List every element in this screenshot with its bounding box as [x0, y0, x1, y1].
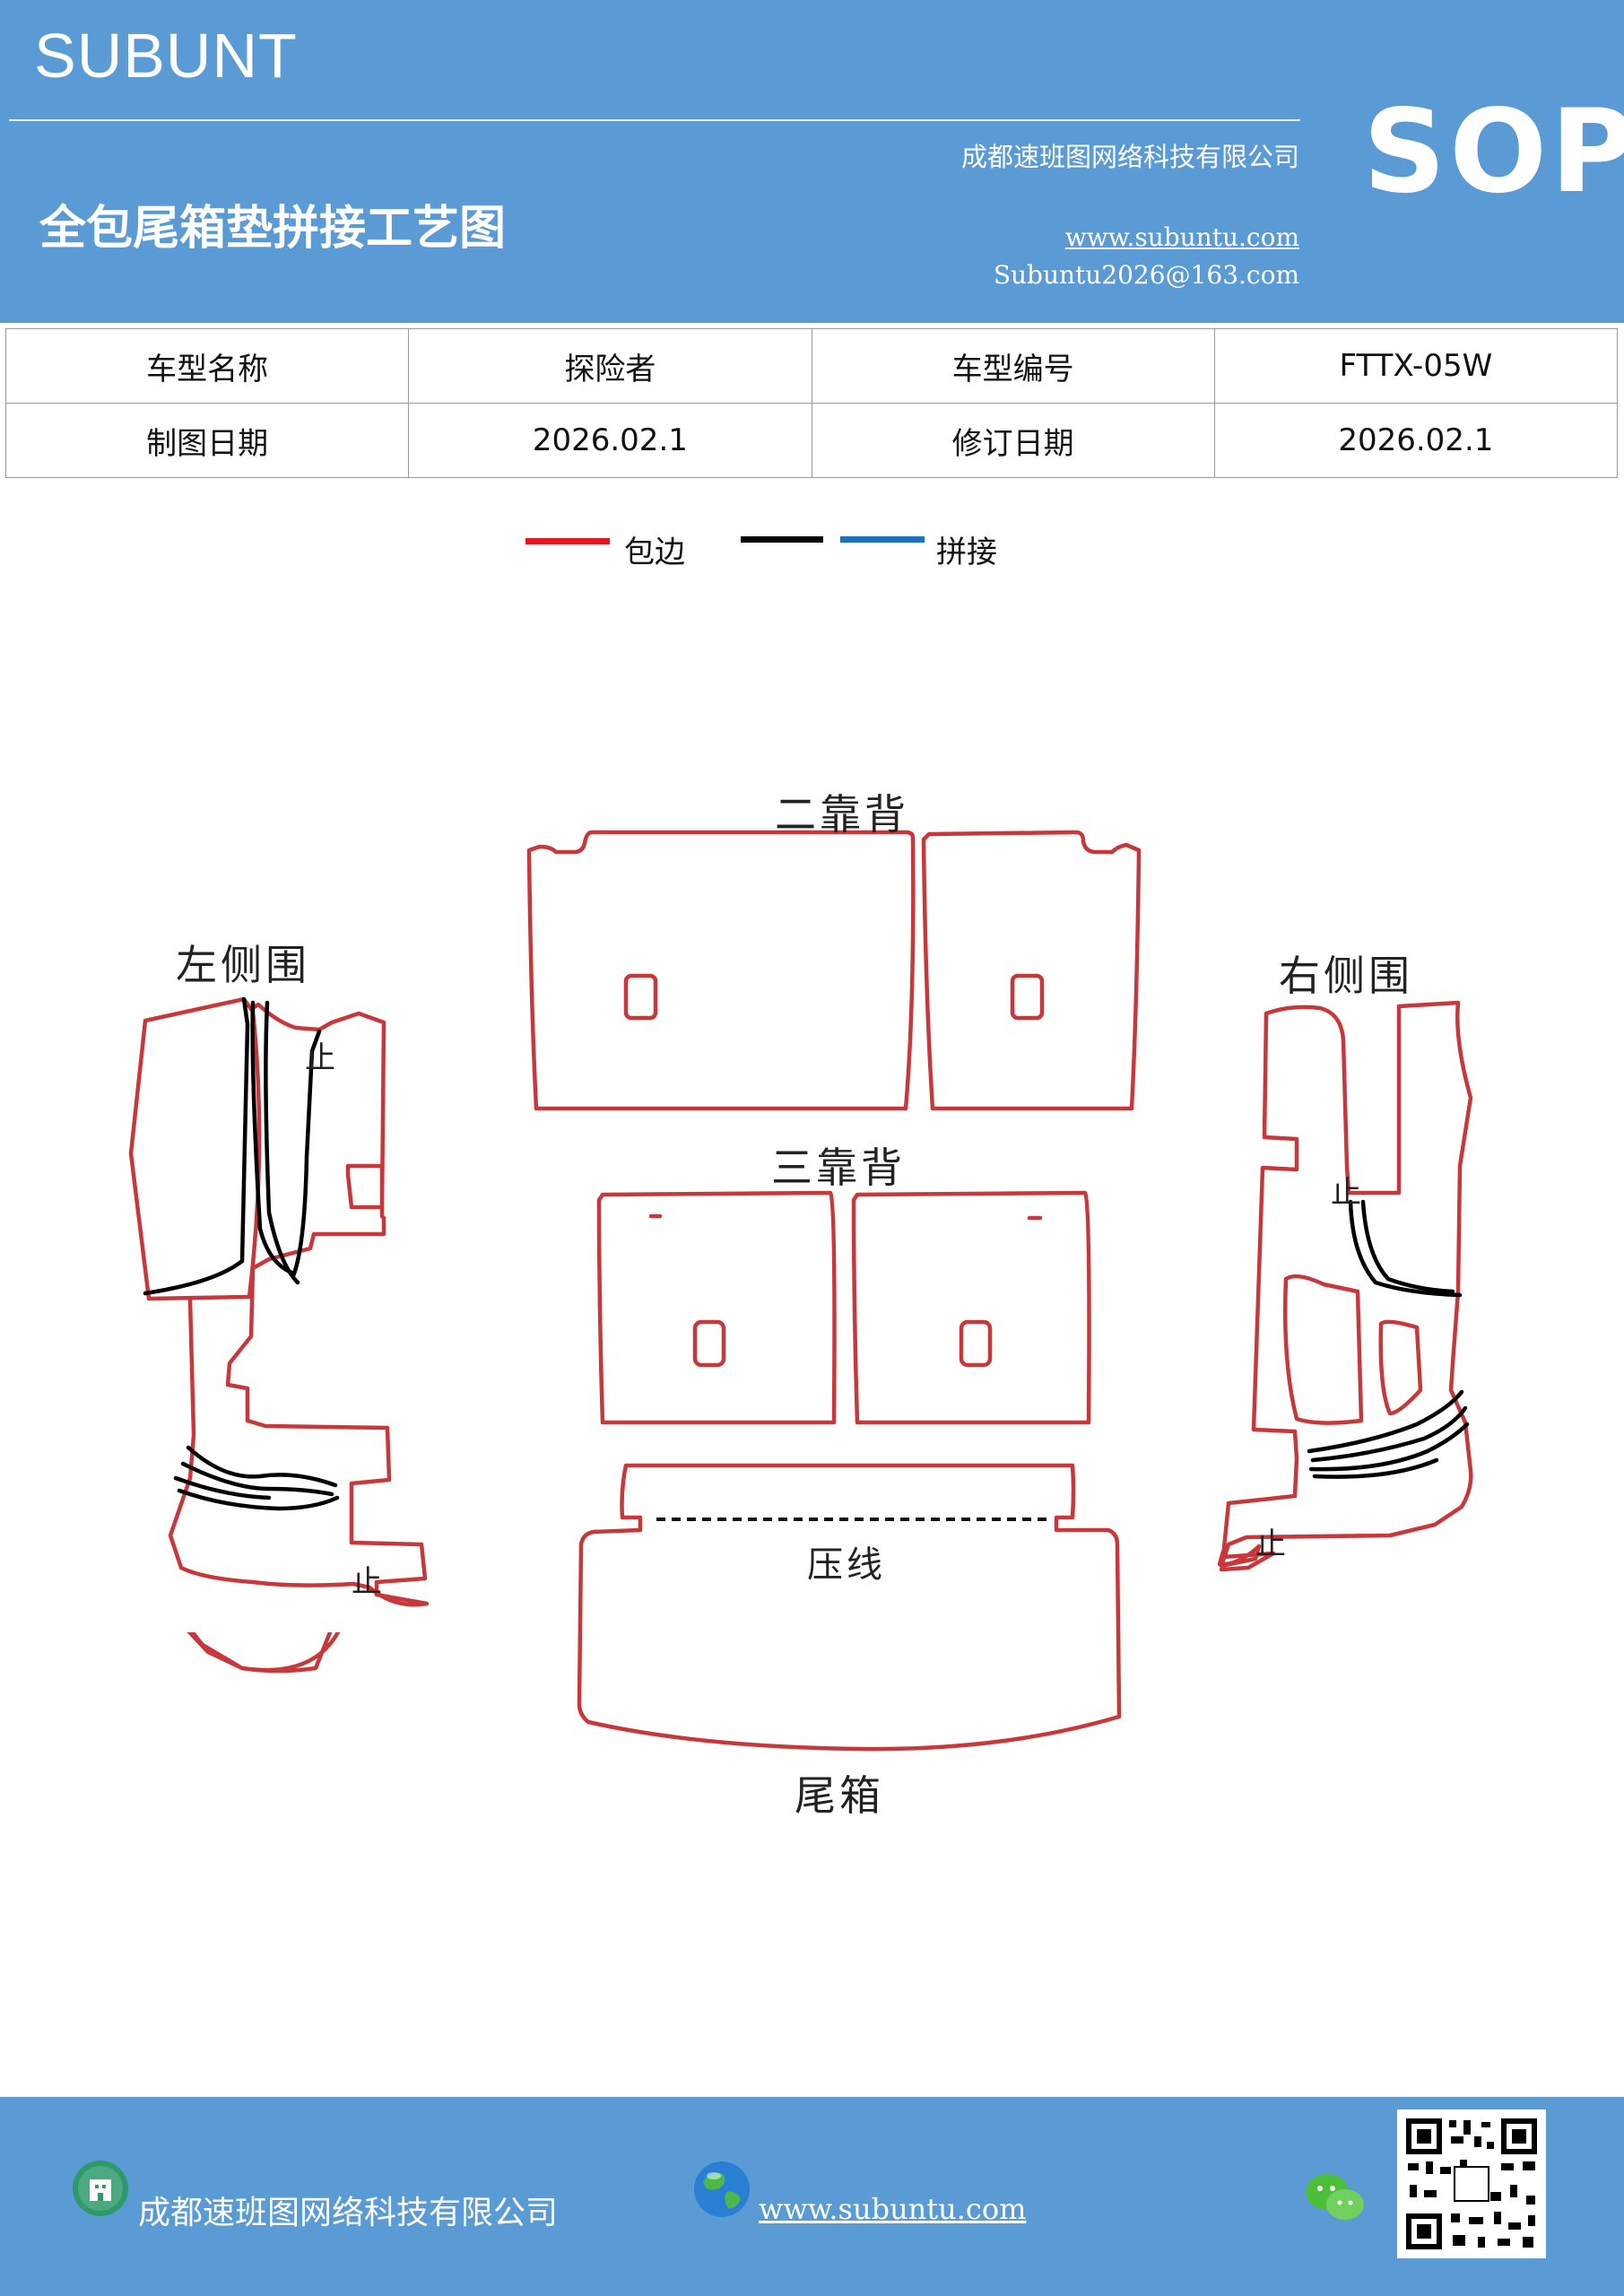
right-side-window-1 — [1282, 1274, 1364, 1425]
left-splice-6 — [177, 1488, 340, 1511]
right-splice-5 — [1308, 1422, 1470, 1472]
table-row: 制图日期 2026.02.1 修订日期 2026.02.1 — [4, 403, 1619, 478]
legend: 包边 拼接 — [0, 527, 1624, 572]
label-left-side: 左侧围 — [176, 941, 310, 989]
legend-blue-swatch — [840, 536, 925, 543]
wechat-icon[interactable] — [1304, 2170, 1365, 2224]
right-splice-2 — [1360, 1199, 1455, 1294]
footer-website-link[interactable]: www.subuntu.com — [759, 2192, 1027, 2226]
table-row: 车型名称 探险者 车型编号 FTTX-05W — [4, 328, 1619, 404]
label-second-back: 二靠背 — [775, 790, 909, 839]
left-splice-4 — [186, 1445, 338, 1488]
stop-mark-right-top: 止 — [1331, 1175, 1361, 1211]
header-website-link[interactable]: www.subuntu.com — [1064, 222, 1299, 252]
globe-icon — [694, 2161, 750, 2217]
left-splice-1 — [143, 996, 250, 1296]
table-cell: 2026.02.1 — [408, 403, 812, 478]
left-splice-7 — [173, 1475, 272, 1500]
vehicle-info-table: 车型名称 探险者 车型编号 FTTX-05W 制图日期 2026.02.1 修订… — [4, 328, 1619, 478]
right-splice-6 — [1312, 1457, 1439, 1479]
right-side-window-2 — [1378, 1319, 1423, 1416]
second-back-right-panel — [921, 830, 1142, 1111]
footer-company-name: 成都速班图网络科技有限公司 — [138, 2195, 559, 2231]
stop-mark-left-bottom: 止 — [352, 1564, 382, 1600]
left-splice-2 — [250, 1000, 322, 1276]
third-back-left-panel — [596, 1190, 837, 1425]
label-trunk: 尾箱 — [795, 1771, 884, 1820]
trunk-panel — [577, 1463, 1122, 1752]
third-back-right-slot — [959, 1319, 993, 1368]
table-cell: 车型名称 — [4, 328, 410, 404]
label-right-side: 右侧围 — [1279, 952, 1413, 1000]
legend-edge-label: 包边 — [624, 535, 685, 570]
legend-splice-label: 拼接 — [936, 535, 997, 570]
page-title: 全包尾箱垫拼接工艺图 — [39, 201, 507, 256]
third-back-left-slot — [692, 1319, 726, 1368]
left-splice-5 — [180, 1461, 334, 1497]
header-banner: SUBUNT 全包尾箱垫拼接工艺图 成都速班图网络科技有限公司 www.subu… — [0, 0, 1624, 323]
label-press-line: 压线 — [807, 1544, 886, 1586]
footer-banner: 成都速班图网络科技有限公司 www.subuntu.com — [0, 2097, 1624, 2296]
header-divider — [9, 119, 1300, 121]
header-company-name: 成都速班图网络科技有限公司 — [960, 142, 1299, 172]
legend-edge-swatch — [525, 538, 610, 544]
left-side-body-final — [168, 1002, 430, 1607]
table-cell: FTTX-05W — [1213, 328, 1619, 404]
right-side-outline-final — [1217, 1000, 1473, 1569]
header-email[interactable]: Subuntu2026@163.com — [993, 260, 1299, 290]
table-cell: 制图日期 — [4, 403, 410, 478]
third-back-right-panel — [851, 1190, 1091, 1425]
second-back-right-slot — [1010, 973, 1045, 1021]
right-splice-1 — [1348, 1199, 1463, 1298]
label-third-back: 三靠背 — [771, 1144, 906, 1192]
second-back-left-slot — [623, 973, 658, 1021]
right-splice-4 — [1310, 1405, 1468, 1463]
qr-code — [1397, 2109, 1546, 2258]
stop-mark-left-top: 止 — [305, 1040, 335, 1076]
table-cell: 车型编号 — [811, 328, 1215, 404]
stop-mark-right-bottom: 止 — [1255, 1526, 1286, 1562]
company-building-icon — [73, 2161, 128, 2216]
legend-black-swatch — [741, 536, 823, 543]
right-splice-3 — [1307, 1389, 1464, 1454]
left-splice-3 — [264, 1000, 300, 1285]
sop-badge: SOP — [1363, 85, 1624, 219]
right-side-left-edge — [1219, 1011, 1299, 1572]
second-back-left-panel — [526, 830, 916, 1111]
table-cell: 修订日期 — [811, 403, 1215, 478]
table-cell: 2026.02.1 — [1213, 403, 1619, 478]
table-cell: 探险者 — [408, 328, 812, 404]
brand-logo-text: SUBUNT — [34, 21, 298, 91]
